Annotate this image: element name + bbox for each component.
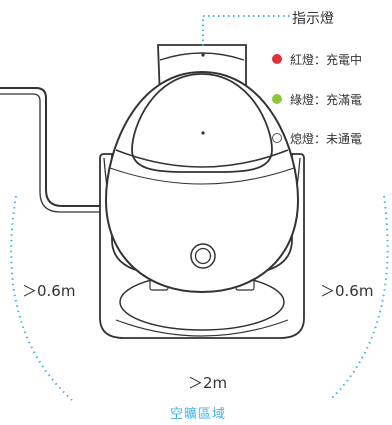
- device-band: [115, 149, 289, 168]
- clearance-right-label: ＞0.6m: [320, 282, 374, 300]
- legend-row-off: 熄燈：未通電: [272, 129, 362, 147]
- dock-base-inner-curve: [115, 319, 289, 337]
- indicator-callout: [202, 15, 290, 46]
- green-dot-icon: [272, 94, 282, 104]
- clearance-front-label: ＞2m: [188, 374, 228, 392]
- clearance-left-label: ＞0.6m: [22, 282, 76, 300]
- indicator-light-dot: [201, 53, 205, 57]
- power-button-outer: [190, 243, 216, 269]
- red-dot-icon: [272, 54, 282, 64]
- power-cord: [0, 87, 100, 207]
- legend-label-off: 熄燈：未通電: [290, 131, 363, 146]
- device-top-shell: [131, 73, 273, 173]
- open-area-label: 空曠區域: [170, 407, 227, 422]
- power-button-inner: [194, 247, 212, 265]
- hollow-circle-icon: [272, 133, 282, 143]
- dock-base: [99, 153, 305, 339]
- legend-label-charging: 紅燈：充電中: [290, 52, 363, 67]
- legend-row-full: 綠燈：充滿電: [272, 90, 362, 108]
- indicator-title: 指示燈: [292, 11, 334, 27]
- legend-label-full: 綠燈：充滿電: [290, 92, 363, 107]
- legend-row-charging: 紅燈：充電中: [272, 50, 362, 68]
- power-cord-inner: [0, 93, 100, 213]
- device-band-lower: [109, 167, 295, 185]
- dock-tower-cap: [159, 52, 245, 61]
- device-sensor-dot: [201, 131, 205, 135]
